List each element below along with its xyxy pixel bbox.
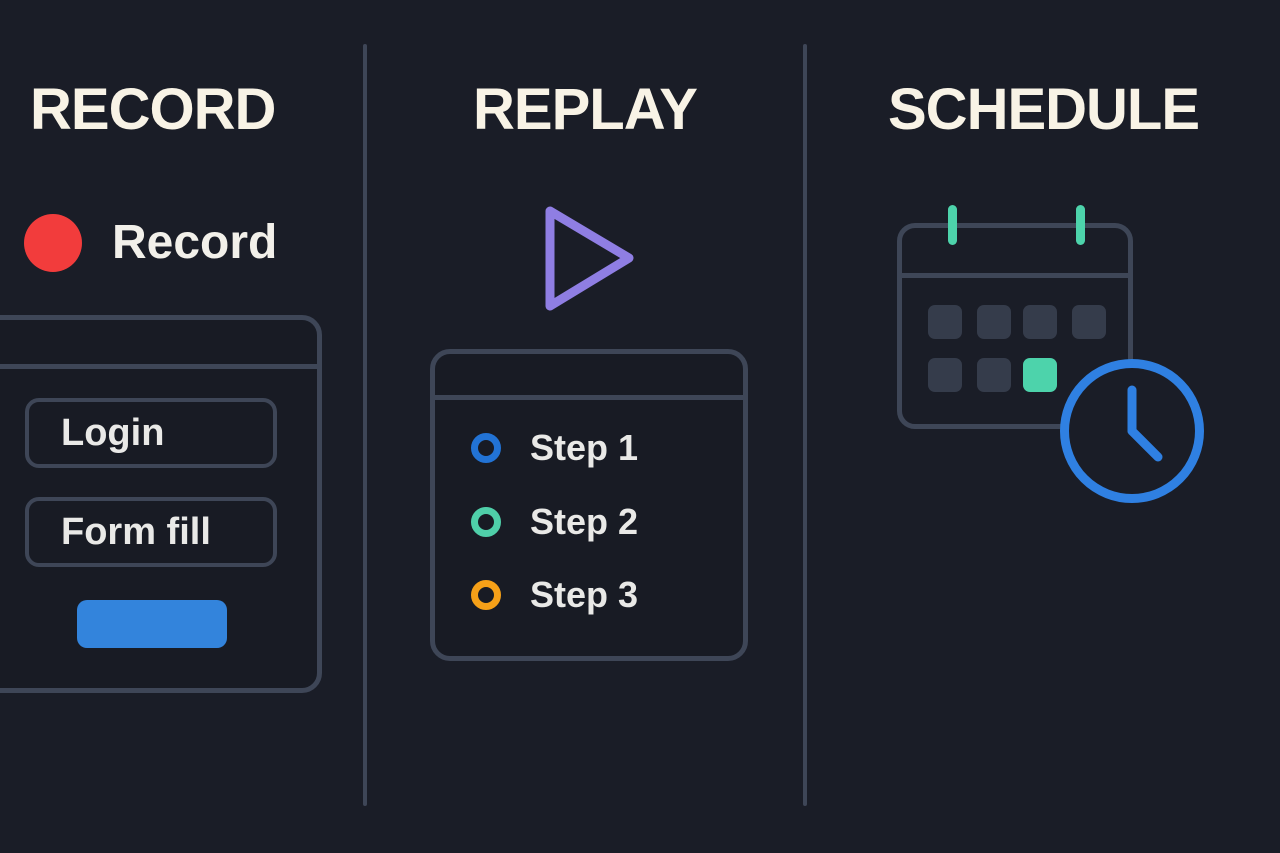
calendar-header-bar (902, 228, 1128, 278)
step-3-ring-icon (471, 580, 501, 610)
steps-card-titlebar (435, 354, 743, 400)
column-divider-left (363, 44, 367, 806)
record-button-label: Record (112, 216, 278, 269)
step-1-ring-icon (471, 433, 501, 463)
clock-icon (1060, 359, 1204, 503)
calendar-icon (897, 223, 1133, 429)
calendar-day-cell[interactable] (928, 305, 962, 339)
calendar-day-cell[interactable] (977, 358, 1011, 392)
record-card-titlebar (0, 320, 317, 369)
record-dot-icon (24, 214, 82, 272)
column-divider-right (803, 44, 807, 806)
replay-column-title: REPLAY (473, 77, 698, 142)
steps-card: Step 1 Step 2 Step 3 (430, 349, 748, 661)
record-column-title: RECORD (30, 77, 276, 142)
calendar-day-cell[interactable] (977, 305, 1011, 339)
clock-hands-icon (1127, 385, 1163, 462)
form-fill-field-label: Form fill (61, 510, 211, 553)
login-field[interactable]: Login (25, 398, 277, 468)
form-fill-field[interactable]: Form fill (25, 497, 277, 567)
record-form-card: Login Form fill (0, 315, 322, 693)
step-3-label: Step 3 (530, 574, 639, 615)
step-row-1[interactable]: Step 1 (435, 427, 639, 468)
replay-title-wrap: REPLAY (365, 80, 805, 140)
calendar-day-cell[interactable] (1072, 305, 1106, 339)
submit-button[interactable] (77, 600, 227, 648)
record-button[interactable]: Record (24, 214, 277, 272)
calendar-day-cell[interactable] (928, 358, 962, 392)
step-row-3[interactable]: Step 3 (435, 574, 639, 615)
calendar-peg-right-icon (1076, 205, 1085, 245)
login-field-label: Login (61, 411, 165, 454)
play-icon[interactable] (541, 199, 639, 318)
calendar-day-cell[interactable] (1023, 305, 1057, 339)
schedule-column-title: SCHEDULE (888, 77, 1200, 142)
step-row-2[interactable]: Step 2 (435, 501, 639, 542)
step-1-label: Step 1 (530, 427, 639, 468)
step-2-label: Step 2 (530, 501, 639, 542)
step-2-ring-icon (471, 507, 501, 537)
calendar-peg-left-icon (948, 205, 957, 245)
calendar-day-cell-selected[interactable] (1023, 358, 1057, 392)
